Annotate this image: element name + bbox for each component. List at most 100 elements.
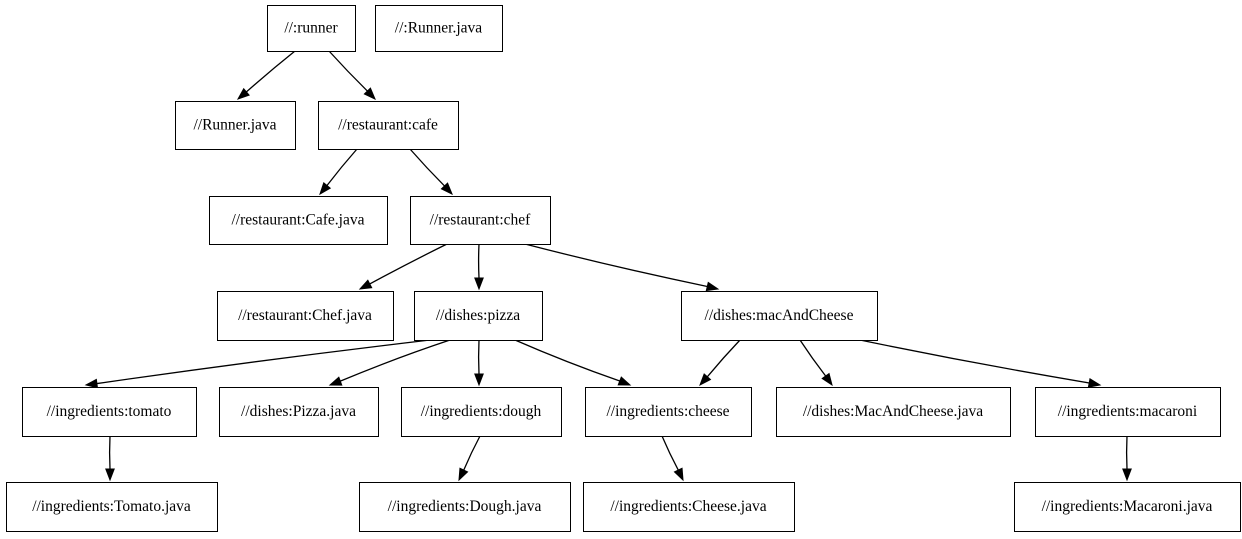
node-box[interactable] bbox=[409, 195, 552, 246]
graph-edge-macAndCheese-to-MacAndCheeseJava bbox=[799, 339, 833, 387]
node-box[interactable] bbox=[1034, 386, 1222, 438]
node-label: //Runner.java bbox=[193, 117, 276, 134]
graph-node-TomatoJava[interactable]: //ingredients:Tomato.java bbox=[5, 481, 219, 533]
node-box[interactable] bbox=[358, 481, 572, 533]
graph-node-RunnerJava[interactable]: //Runner.java bbox=[174, 100, 297, 151]
graph-edge-chef-to-macAndCheese bbox=[524, 243, 720, 292]
graph-node-ChefJava[interactable]: //restaurant:Chef.java bbox=[216, 290, 395, 342]
edge-line bbox=[96, 339, 431, 385]
node-box[interactable] bbox=[266, 4, 357, 53]
graph-node-macaroni[interactable]: //ingredients:macaroni bbox=[1034, 386, 1222, 438]
node-box[interactable] bbox=[216, 290, 395, 342]
node-layer: //:runner //:Runner.java //Runner.java //re… bbox=[5, 4, 1242, 533]
edge-line bbox=[524, 243, 708, 288]
graph-node-runner[interactable]: //:runner bbox=[266, 4, 357, 53]
graph-node-MacaroniJava[interactable]: //ingredients:Macaroni.java bbox=[1013, 481, 1242, 533]
node-box[interactable] bbox=[374, 4, 504, 53]
node-label: //ingredients:Tomato.java bbox=[32, 498, 191, 515]
graph-node-CheeseJava[interactable]: //ingredients:Cheese.java bbox=[582, 481, 796, 533]
graph-edge-chef-to-pizza bbox=[474, 243, 484, 291]
graph-edge-cafe-to-CafeJava bbox=[319, 148, 358, 196]
edge-arrowhead bbox=[458, 467, 469, 482]
node-box[interactable] bbox=[208, 195, 389, 246]
node-label: //ingredients:macaroni bbox=[1058, 403, 1198, 420]
graph-node-MacAndCheeseJava[interactable]: //dishes:MacAndCheese.java bbox=[775, 386, 1012, 438]
edge-arrowhead bbox=[319, 181, 332, 196]
edge-arrowhead bbox=[617, 376, 632, 386]
edge-arrowhead bbox=[328, 376, 343, 386]
node-label: //dishes:pizza bbox=[436, 307, 520, 324]
graph-edge-pizza-to-PizzaJava bbox=[328, 339, 451, 386]
edge-arrowhead bbox=[358, 279, 373, 290]
edge-line bbox=[409, 148, 445, 187]
graph-node-DoughJava[interactable]: //ingredients:Dough.java bbox=[358, 481, 572, 533]
graph-edge-cheese-to-CheeseJava bbox=[661, 435, 684, 482]
edge-arrowhead bbox=[84, 378, 99, 389]
edge-line bbox=[799, 339, 827, 377]
graph-node-pizza[interactable]: //dishes:pizza bbox=[413, 290, 544, 342]
graph-edge-dough-to-DoughJava bbox=[458, 435, 481, 482]
edge-arrowhead bbox=[440, 182, 453, 196]
node-box[interactable] bbox=[5, 481, 219, 533]
edge-line bbox=[326, 148, 358, 186]
edge-arrowhead bbox=[363, 87, 376, 101]
node-box[interactable] bbox=[1013, 481, 1242, 533]
graph-edge-runner-to-RunnerJava bbox=[236, 50, 296, 100]
edge-line bbox=[514, 339, 620, 382]
node-box[interactable] bbox=[775, 386, 1012, 438]
graph-edge-chef-to-ChefJava bbox=[358, 243, 448, 290]
edge-arrowhead bbox=[699, 373, 712, 387]
edge-arrowhead bbox=[1122, 468, 1132, 482]
node-box[interactable] bbox=[21, 386, 198, 438]
node-box[interactable] bbox=[218, 386, 380, 438]
node-label: //ingredients:Cheese.java bbox=[610, 498, 766, 515]
graph-edge-tomato-to-TomatoJava bbox=[105, 435, 115, 482]
graph-edge-macAndCheese-to-macaroni bbox=[859, 339, 1102, 388]
graph-node-chef[interactable]: //restaurant:chef bbox=[409, 195, 552, 246]
node-box[interactable] bbox=[413, 290, 544, 342]
node-label: //dishes:MacAndCheese.java bbox=[803, 403, 983, 420]
node-label: //ingredients:Macaroni.java bbox=[1042, 498, 1213, 515]
graph-edge-pizza-to-cheese bbox=[514, 339, 632, 386]
node-label: //ingredients:Dough.java bbox=[388, 498, 542, 515]
graph-node-macAndCheese[interactable]: //dishes:macAndCheese bbox=[680, 290, 879, 342]
graph-node-RunnerJavaRoot[interactable]: //:Runner.java bbox=[374, 4, 504, 53]
node-label: //ingredients:tomato bbox=[47, 403, 172, 420]
node-label: //dishes:Pizza.java bbox=[241, 403, 356, 420]
node-box[interactable] bbox=[680, 290, 879, 342]
node-box[interactable] bbox=[400, 386, 563, 438]
node-box[interactable] bbox=[584, 386, 753, 438]
graph-edge-pizza-to-tomato bbox=[84, 339, 431, 389]
graph-node-tomato[interactable]: //ingredients:tomato bbox=[21, 386, 198, 438]
graph-node-cafe[interactable]: //restaurant:cafe bbox=[317, 100, 460, 151]
graph-node-dough[interactable]: //ingredients:dough bbox=[400, 386, 563, 438]
node-box[interactable] bbox=[582, 481, 796, 533]
node-label: //ingredients:dough bbox=[421, 403, 542, 420]
edge-arrowhead bbox=[821, 372, 833, 387]
graph-node-cheese[interactable]: //ingredients:cheese bbox=[584, 386, 753, 438]
edge-arrowhead bbox=[236, 87, 250, 100]
edge-line bbox=[859, 339, 1090, 384]
edge-arrowhead bbox=[1087, 378, 1102, 388]
graph-node-PizzaJava[interactable]: //dishes:Pizza.java bbox=[218, 386, 380, 438]
graph-edge-macaroni-to-MacaroniJava bbox=[1122, 435, 1132, 482]
graph-edge-cafe-to-chef bbox=[409, 148, 453, 196]
node-label: //:runner bbox=[284, 20, 338, 37]
edge-arrowhead bbox=[474, 277, 484, 291]
node-label: //restaurant:cafe bbox=[338, 117, 438, 134]
edge-line bbox=[340, 339, 451, 382]
graph-node-CafeJava[interactable]: //restaurant:Cafe.java bbox=[208, 195, 389, 246]
edge-line bbox=[463, 435, 481, 471]
edge-line bbox=[328, 50, 368, 92]
edge-layer bbox=[84, 50, 1132, 482]
graph-edge-pizza-to-dough bbox=[474, 339, 484, 387]
edge-line bbox=[245, 50, 296, 93]
edge-arrowhead bbox=[105, 468, 115, 482]
node-label: //restaurant:Cafe.java bbox=[232, 212, 365, 229]
node-box[interactable] bbox=[174, 100, 297, 151]
edge-arrowhead bbox=[673, 467, 684, 482]
node-box[interactable] bbox=[317, 100, 460, 151]
node-label: //restaurant:chef bbox=[430, 212, 532, 229]
edge-line bbox=[661, 435, 679, 471]
